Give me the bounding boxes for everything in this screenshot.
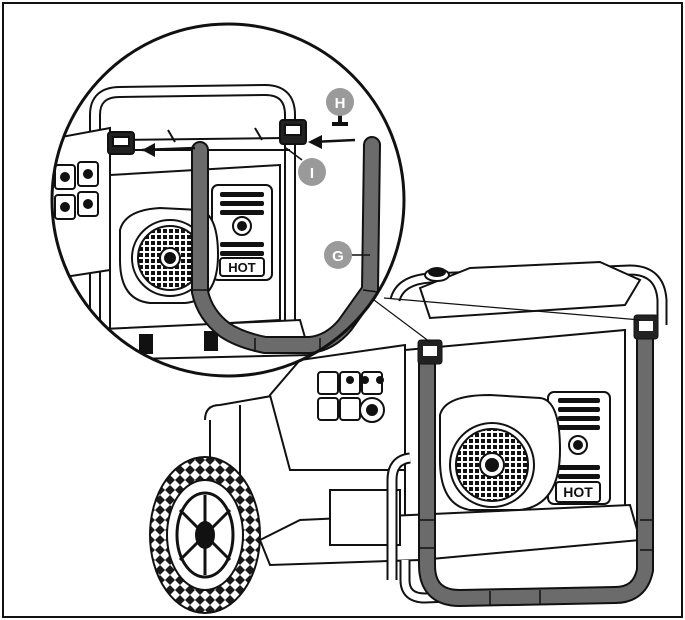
callout-g-label: G [332,248,344,265]
insertion-arrows [141,135,356,157]
detail-circle-outline [50,22,406,378]
callout-i-label: I [310,165,314,182]
hot-decal-label-detail: HOT [228,260,256,275]
callout-g-badge [324,241,352,269]
hot-decal-label: HOT [563,484,593,500]
handle-installed-main [417,314,659,608]
wheel [149,456,261,614]
detail-leader-lines [373,297,641,343]
callout-h: H [326,88,354,116]
detail-view: HOT [50,22,406,378]
callout-leaders [285,147,370,256]
callout-i-badge [298,158,326,186]
callout-g: G [324,241,352,269]
callout-h-badge [326,88,354,116]
generator-main: HOT [204,260,668,605]
callout-i: I [298,158,326,186]
pin-h [332,112,348,126]
callout-h-label: H [335,95,346,112]
